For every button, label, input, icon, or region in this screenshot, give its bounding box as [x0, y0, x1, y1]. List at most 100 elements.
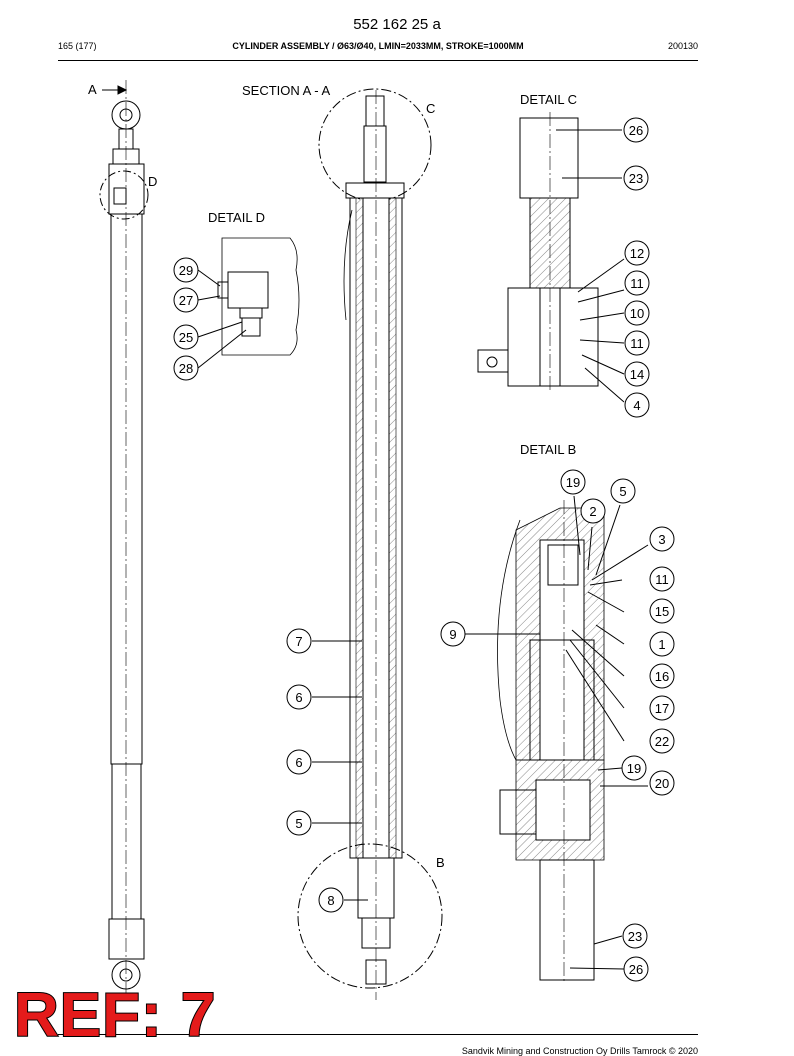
section-bottom-eye	[365, 959, 387, 985]
svg-text:17: 17	[655, 701, 669, 716]
document-number: 552 162 25 a	[353, 16, 441, 33]
balloon: 23	[622, 923, 648, 949]
balloon: 7	[286, 628, 312, 654]
detail-d-fitting	[239, 307, 263, 319]
section-head	[345, 182, 405, 199]
balloon: 6	[286, 749, 312, 775]
balloon: 25	[173, 324, 199, 350]
header-rule	[58, 60, 698, 61]
svg-text:19: 19	[627, 761, 641, 776]
svg-text:12: 12	[630, 246, 644, 261]
balloon: 28	[173, 355, 199, 381]
cylinder-bottom-section	[108, 918, 145, 960]
svg-text:1: 1	[658, 637, 665, 652]
balloon: 14	[624, 361, 650, 387]
balloons-detail-b: 19 5 2 3 11 15 1 9 16 17 22 19 20 23 26	[440, 469, 675, 982]
balloon: 5	[286, 810, 312, 836]
balloon: 6	[286, 684, 312, 710]
balloon: 11	[649, 566, 675, 592]
balloon: 3	[649, 526, 675, 552]
detail-c-circle	[318, 88, 432, 202]
svg-text:3: 3	[658, 532, 665, 547]
balloon: 26	[623, 117, 649, 143]
cylinder-tube	[110, 213, 143, 765]
section-marker-label: A	[88, 82, 97, 97]
detail-d-block	[227, 271, 269, 309]
detail-c-title: DETAIL C	[520, 92, 577, 107]
detail-d-nipple	[241, 317, 261, 337]
detail-b-drawing	[464, 495, 649, 984]
svg-text:2: 2	[589, 504, 596, 519]
detail-b-valve	[535, 779, 591, 841]
detail-b-rod-end	[547, 544, 579, 586]
detail-d-title: DETAIL D	[208, 210, 265, 225]
balloon: 26	[623, 956, 649, 982]
side-view	[99, 80, 149, 1000]
detail-d-plug	[217, 281, 229, 299]
page-reference: 165 (177)	[58, 41, 97, 51]
balloon: 23	[623, 165, 649, 191]
balloons-detail-d: 29 27 25 28	[173, 257, 199, 381]
svg-text:11: 11	[630, 336, 644, 351]
balloon: 4	[624, 392, 650, 418]
svg-text:6: 6	[295, 755, 302, 770]
detail-c-port	[477, 349, 509, 373]
header-row: 165 (177) CYLINDER ASSEMBLY / Ø63/Ø40, L…	[58, 41, 698, 55]
balloon: 1	[649, 631, 675, 657]
svg-text:19: 19	[566, 475, 580, 490]
svg-text:25: 25	[179, 330, 193, 345]
detail-b-bore	[539, 539, 585, 761]
balloon: 15	[649, 598, 675, 624]
detail-c-marker: C	[426, 101, 435, 116]
svg-text:8: 8	[327, 893, 334, 908]
svg-text:28: 28	[179, 361, 193, 376]
svg-text:16: 16	[655, 669, 669, 684]
detail-d-marker: D	[148, 174, 157, 189]
balloon: 11	[624, 330, 650, 356]
balloon: 16	[649, 663, 675, 689]
svg-text:4: 4	[633, 398, 640, 413]
detail-c-port-hole	[486, 356, 498, 368]
svg-text:26: 26	[629, 123, 643, 138]
balloon: 20	[649, 770, 675, 796]
svg-text:6: 6	[295, 690, 302, 705]
section-top-rod	[363, 125, 387, 183]
balloon: 10	[624, 300, 650, 326]
svg-text:29: 29	[179, 263, 193, 278]
balloon: 9	[440, 621, 466, 647]
svg-text:11: 11	[655, 572, 669, 587]
svg-text:10: 10	[630, 306, 644, 321]
section-top-eye	[365, 95, 385, 127]
detail-b-circle	[297, 843, 443, 989]
detail-d-breakout	[221, 237, 300, 356]
svg-text:27: 27	[179, 293, 193, 308]
svg-text:7: 7	[295, 634, 302, 649]
balloon: 12	[624, 240, 650, 266]
svg-text:23: 23	[629, 171, 643, 186]
svg-text:5: 5	[295, 816, 302, 831]
section-bottom	[361, 917, 391, 949]
balloons-section: 7 6 6 5 8	[286, 628, 344, 913]
balloon: 8	[318, 887, 344, 913]
balloon: 29	[173, 257, 199, 283]
detail-b-eye	[539, 859, 595, 981]
balloon: 27	[173, 287, 199, 313]
svg-text:14: 14	[630, 367, 644, 382]
section-arrow-head	[117, 85, 128, 95]
sheet-title: CYLINDER ASSEMBLY / Ø63/Ø40, LMIN=2033MM…	[232, 41, 524, 51]
balloons-detail-c: 26 23 12 11 10 11 14 4	[623, 117, 650, 418]
balloon: 5	[610, 478, 636, 504]
svg-text:26: 26	[629, 962, 643, 977]
detail-c-drawing	[477, 112, 625, 403]
svg-text:9: 9	[449, 627, 456, 642]
section-view	[297, 88, 443, 1000]
copyright-notice: Sandvik Mining and Construction Oy Drill…	[461, 1046, 698, 1056]
footer-rule	[58, 1034, 698, 1035]
detail-b-marker: B	[436, 855, 445, 870]
ref-stamp: REF: 7	[13, 981, 217, 1050]
svg-text:15: 15	[655, 604, 669, 619]
detail-d-drawing	[197, 237, 300, 369]
cylinder-rod-section	[111, 763, 142, 920]
balloon: 2	[580, 498, 606, 524]
